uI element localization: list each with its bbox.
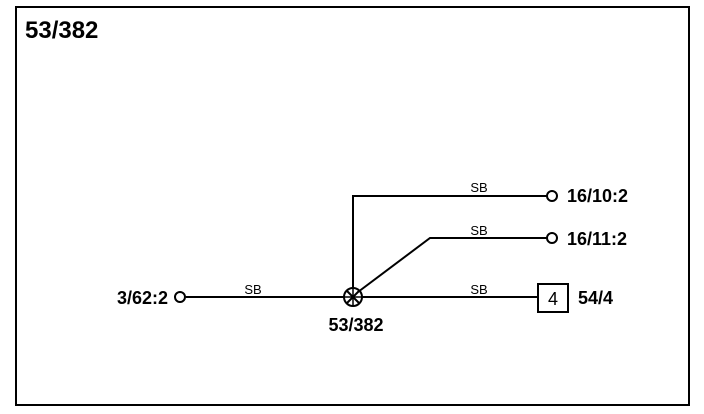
- terminal-left: [174, 291, 186, 303]
- wire-middle-color: SB: [470, 223, 487, 238]
- splice-icon: [343, 287, 363, 307]
- terminal-middle-label: 16/11:2: [567, 229, 627, 249]
- connector-box: [537, 283, 569, 313]
- connector-label: 54/4: [578, 288, 613, 308]
- terminal-upper: [546, 190, 558, 202]
- diagram-title: 53/382: [25, 17, 98, 44]
- wire-upper-color: SB: [470, 180, 487, 195]
- terminal-upper-label: 16/10:2: [567, 186, 628, 206]
- terminal-left-label: 3/62:2: [117, 288, 168, 308]
- diagram-frame: [15, 6, 690, 406]
- terminal-middle: [546, 232, 558, 244]
- wire-middle: [357, 237, 547, 293]
- connector-box-label: 4: [548, 289, 558, 309]
- wire-left-color: SB: [244, 282, 261, 297]
- wire-lower-color: SB: [470, 282, 487, 297]
- splice-label: 53/382: [328, 315, 383, 335]
- wire-upper: [352, 195, 547, 290]
